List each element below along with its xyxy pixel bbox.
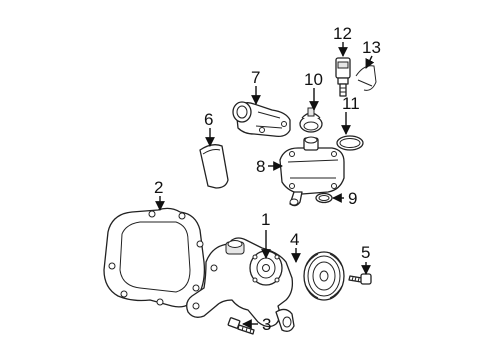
callout-12: 12 [333,24,352,43]
callout-13: 13 [362,38,381,57]
leader-13 [365,55,375,69]
callout-8: 8 [256,157,265,176]
callout-2: 2 [154,178,163,197]
water-pump-gasket [103,207,206,308]
pulley [303,251,345,301]
leader-lines [155,42,375,329]
callout-10: 10 [304,70,323,89]
callout-5: 5 [361,243,370,262]
callout-6: 6 [204,110,213,129]
thermostat-housing [232,101,291,138]
callout-7: 7 [251,68,260,87]
coolant-outlet [279,136,345,207]
callout-11: 11 [342,94,360,113]
temperature-sensor [335,57,351,97]
coolant-hose [199,144,229,189]
callout-labels: 1 2 3 4 5 6 7 8 9 10 11 12 13 [154,24,381,334]
callout-4: 4 [290,230,299,249]
o-ring-small [315,192,333,204]
pulley-bolt [348,273,372,285]
callout-3: 3 [262,315,271,334]
thermostat [299,107,323,133]
o-ring-large [336,135,364,151]
callout-1: 1 [261,210,270,229]
retaining-clip [355,65,377,91]
pump-bolt [227,317,255,335]
callout-9: 9 [348,189,357,208]
